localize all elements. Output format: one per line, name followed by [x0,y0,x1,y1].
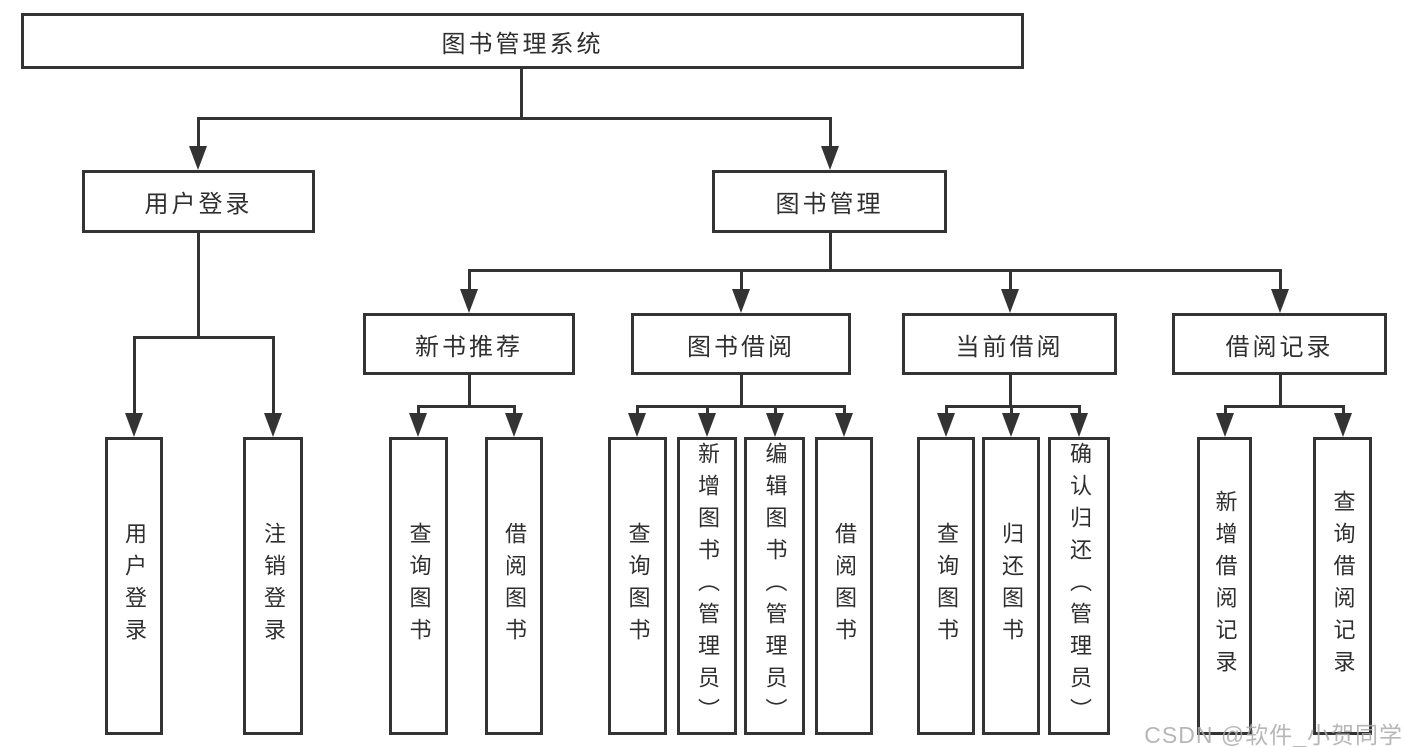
node-label: 查询借阅记录 [1330,490,1356,682]
leaf-user-login: 用户登录 [105,437,163,735]
arrow-down-icon [505,413,523,437]
node-label: 查询图书 [625,522,651,650]
leaf-cb-return-books: 归还图书 [982,437,1040,735]
connector-line [636,405,639,415]
connector-line [133,336,275,339]
leaf-cb-query-books: 查询图书 [917,437,975,735]
connector-line [468,269,471,291]
connector-line [1279,375,1282,407]
arrow-down-icon [409,413,427,437]
node-label: 新增借阅记录 [1212,490,1238,682]
node-borrow-record: 借阅记录 [1172,313,1387,375]
arrow-down-icon [766,413,784,437]
connector-line [829,233,832,271]
arrow-down-icon [937,413,955,437]
node-label: 用户登录 [122,522,147,650]
arrow-down-icon [732,289,750,313]
connector-line [1009,375,1012,407]
node-label: 归还图书 [999,522,1024,650]
leaf-logout-login: 注销登录 [243,437,303,735]
connector-line [417,405,420,415]
connector-line [197,117,200,148]
connector-line [740,375,743,407]
connector-line [272,336,275,415]
arrow-down-icon [835,413,853,437]
connector-line [197,117,832,120]
leaf-bb-query-books: 查询图书 [608,437,667,735]
node-label: 新书推荐 [415,333,523,361]
node-current-borrow: 当前借阅 [902,313,1117,375]
connector-line [843,405,846,415]
node-label: 图书借阅 [687,333,795,361]
leaf-br-query-record: 查询借阅记录 [1313,437,1372,735]
node-label: 确认归还（管理员） [1067,442,1092,730]
arrow-down-icon [698,413,716,437]
connector-line [740,269,743,291]
connector-line [417,405,516,408]
node-label: 图书管理 [775,191,884,218]
connector-line [1010,405,1013,415]
arrow-down-icon [1070,413,1088,437]
node-label: 图书管理系统 [441,30,604,58]
arrow-down-icon [125,413,143,437]
watermark: CSDN @软件_小贺同学 [1144,722,1403,747]
connector-line [1342,405,1345,415]
node-user-login: 用户登录 [82,170,315,233]
leaf-nbr-query-books: 查询图书 [389,437,448,735]
connector-line [133,336,136,415]
node-book-mgmt: 图书管理 [712,170,947,233]
arrow-down-icon [1001,289,1019,313]
arrow-down-icon [1216,413,1234,437]
connector-line [1224,405,1227,415]
connector-line [520,69,523,119]
leaf-nbr-borrow-books: 借阅图书 [485,437,543,735]
leaf-bb-borrow-books: 借阅图书 [815,437,873,735]
node-label: 借阅图书 [832,522,857,650]
connector-line [468,269,1281,272]
node-label: 编辑图书（管理员） [762,442,788,730]
connector-line [468,375,471,407]
connector-line [829,117,832,148]
arrow-down-icon [821,146,839,170]
node-book-borrow: 图书借阅 [631,313,851,375]
leaf-bb-edit-books-admin: 编辑图书（管理员） [744,437,805,735]
leaf-cb-confirm-return-admin: 确认归还（管理员） [1048,437,1110,735]
node-label: 用户登录 [144,191,253,218]
node-label: 借阅记录 [1225,333,1334,361]
node-label: 借阅图书 [502,522,527,650]
arrow-down-icon [264,413,282,437]
arrow-down-icon [1002,413,1020,437]
connector-line [945,405,948,415]
node-label: 查询图书 [934,522,959,650]
node-label: 查询图书 [406,522,432,650]
node-label: 当前借阅 [955,333,1064,361]
connector-line [197,233,200,338]
connector-line [706,405,709,415]
connector-line [513,405,516,415]
connector-line [774,405,777,415]
leaf-br-add-record: 新增借阅记录 [1197,437,1252,735]
node-label: 新增图书（管理员） [695,442,720,730]
node-label: 注销登录 [261,522,286,650]
arrow-down-icon [460,289,478,313]
arrow-down-icon [1271,289,1289,313]
leaf-bb-add-books-admin: 新增图书（管理员） [677,437,737,735]
connector-line [1009,269,1012,291]
connector-line [1224,405,1344,408]
node-new-book-rec: 新书推荐 [363,313,575,375]
node-root: 图书管理系统 [21,13,1024,69]
connector-line [1078,405,1081,415]
arrow-down-icon [1334,413,1352,437]
connector-line [636,405,845,408]
connector-line [1279,269,1282,291]
arrow-down-icon [628,413,646,437]
arrow-down-icon [189,146,207,170]
